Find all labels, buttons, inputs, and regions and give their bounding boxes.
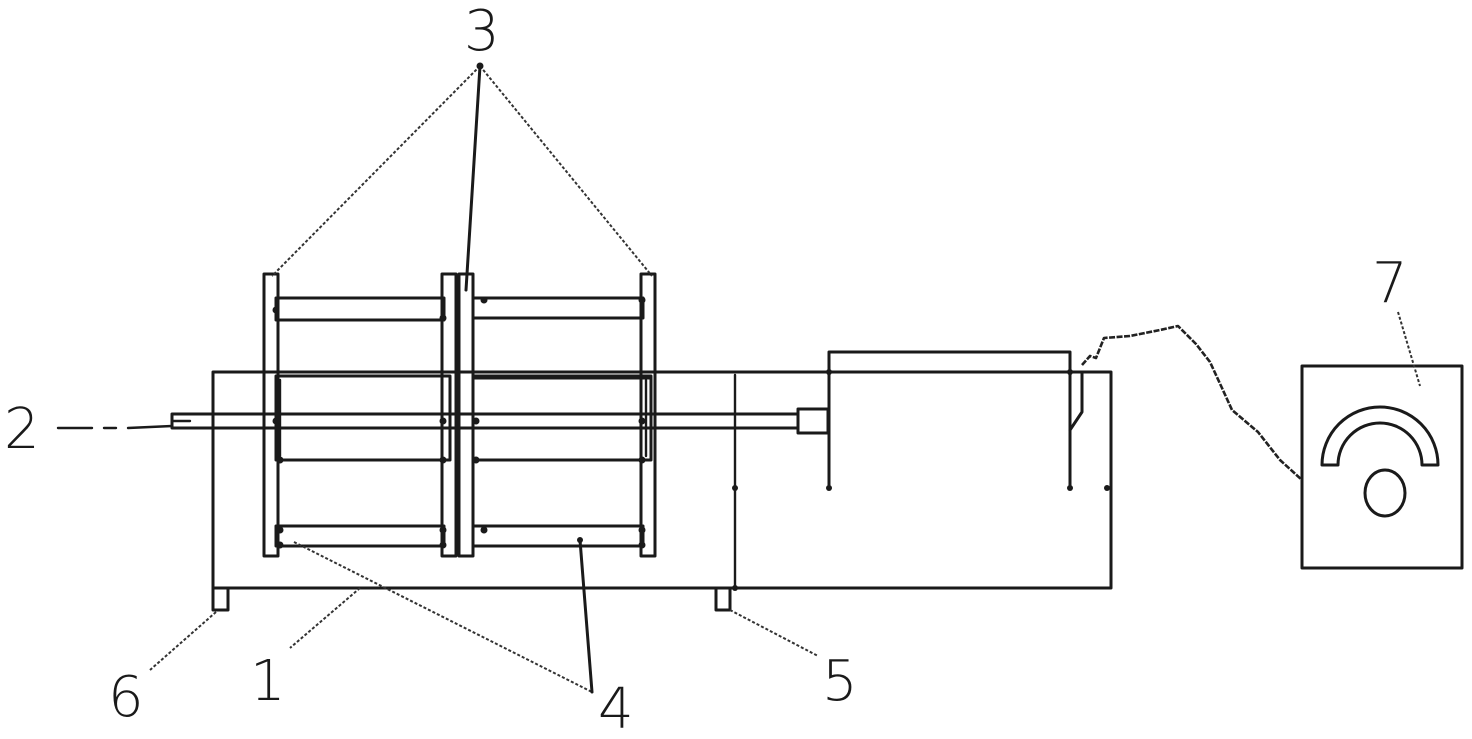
power-cable: [1081, 324, 1303, 481]
drive-housing: [826, 350, 1084, 491]
callout-7: 7: [1372, 251, 1408, 316]
callout-4: 4: [598, 677, 634, 739]
callout-labels: 3 2 6 1 4 5 7: [4, 0, 1408, 739]
leader-lines: [56, 62, 1421, 694]
callout-6: 6: [108, 665, 144, 730]
joint-dots: [272, 296, 646, 549]
callout-1: 1: [250, 649, 286, 714]
callout-3: 3: [464, 0, 500, 64]
rollers: [274, 296, 653, 548]
inner-partition: [732, 373, 1110, 591]
callout-5: 5: [822, 649, 858, 714]
base-frame: [211, 370, 1113, 612]
shaft: [170, 407, 830, 435]
callout-2: 2: [4, 397, 40, 462]
controller-box: [1300, 364, 1464, 570]
